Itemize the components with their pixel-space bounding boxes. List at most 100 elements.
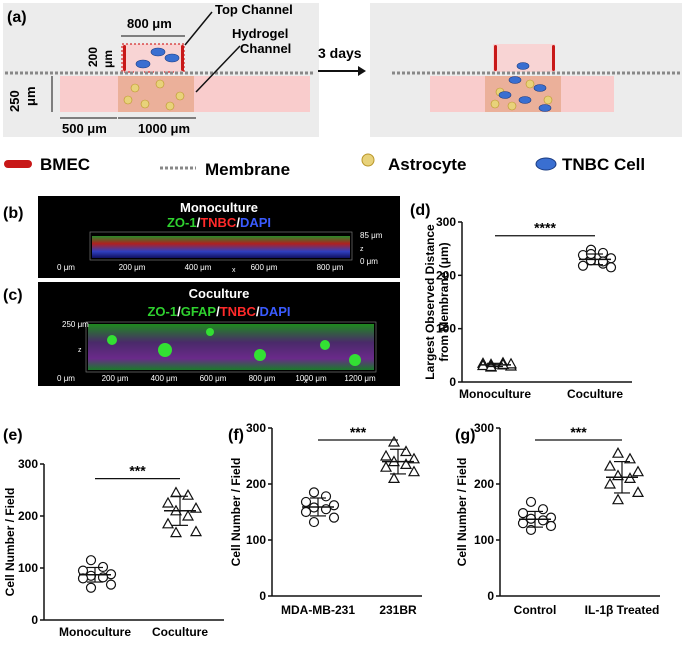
hydrogel-label-2: Channel [240, 41, 291, 56]
c-z: z [78, 347, 82, 354]
panel-label: (f) [228, 427, 244, 444]
bmec-right-1 [494, 45, 497, 71]
data-point [407, 465, 421, 477]
y-axis-label: Cell Number / Field [455, 458, 469, 567]
data-point [169, 526, 183, 538]
data-point [605, 262, 617, 273]
tick-label: 600 μm [200, 374, 227, 383]
data-point [308, 516, 320, 528]
data-point [611, 446, 625, 458]
y-tick-label: 100 [474, 533, 494, 547]
astrocyte-legend-icon [361, 153, 375, 167]
bmec-left-1 [123, 45, 126, 71]
tnbc-cells-migrated [498, 76, 552, 112]
data-point [399, 445, 413, 457]
data-point [537, 515, 549, 526]
data-point [545, 520, 557, 532]
data-point [308, 487, 320, 498]
data-point [105, 579, 117, 590]
significance-label: *** [570, 424, 587, 440]
tick-label: 800 μm [317, 263, 344, 272]
data-point [189, 525, 203, 537]
stain-part: / [216, 304, 220, 319]
tnbc-cell [150, 47, 166, 57]
y-tick-label: 300 [474, 421, 494, 435]
stain-part: / [256, 304, 260, 319]
stain-part: DAPI [240, 215, 271, 230]
data-point [181, 488, 195, 500]
data-point [300, 496, 312, 508]
data-point [611, 493, 625, 505]
data-point [517, 518, 529, 529]
legend-membrane: Membrane [205, 160, 290, 179]
tnbc-cell [516, 62, 530, 70]
legend-astrocyte: Astrocyte [388, 155, 466, 174]
b-x: x [232, 267, 236, 274]
significance-label: *** [350, 424, 367, 440]
tick-label: 600 μm [251, 263, 278, 272]
astrocytes-right [490, 79, 553, 111]
data-point [379, 449, 393, 461]
tick-label: 200 μm [102, 374, 129, 383]
data-point [387, 472, 401, 483]
data-point [300, 506, 312, 518]
data-point [623, 452, 637, 464]
tick-label: 0 μm [57, 263, 75, 272]
data-point [537, 504, 549, 515]
data-point [161, 517, 175, 529]
panel-label-b: (b) [3, 205, 23, 222]
bmec-legend-icon [4, 160, 32, 168]
data-point [603, 459, 617, 471]
tick-label: 200 μm [119, 263, 146, 272]
data-point [85, 582, 97, 593]
y-tick-label: 300 [246, 421, 266, 435]
y-tick-label: 200 [436, 268, 456, 282]
data-point [577, 260, 589, 271]
bmec-right-2 [552, 45, 555, 71]
dim-1000: 1000 μm [138, 121, 190, 136]
bmec-left-2 [181, 45, 184, 71]
data-point [161, 496, 175, 508]
y-tick-label: 0 [487, 589, 494, 603]
y-tick-label: 200 [18, 509, 38, 523]
data-point [525, 496, 537, 508]
data-point [328, 512, 340, 523]
dim-250: 250 [7, 90, 22, 112]
y-axis-label: from Membrane (μm) [437, 242, 451, 361]
callout-hydrogel [195, 45, 241, 93]
tnbc-legend-icon [535, 157, 557, 171]
y-tick-label: 0 [31, 613, 38, 627]
category-label: Coculture [152, 625, 208, 639]
tick-label: 400 μm [151, 374, 178, 383]
panel-a: (a) 800 μm 200 μm 250 μm 500 μm 1000 μm … [3, 2, 682, 137]
y-tick-label: 200 [246, 477, 266, 491]
data-point [77, 573, 89, 584]
stain-part: / [177, 304, 181, 319]
stain-part: ZO-1 [147, 304, 177, 319]
tick-label: 0 μm [57, 374, 75, 383]
data-point [320, 491, 332, 502]
c-volume-frame [85, 321, 377, 373]
data-point [379, 460, 393, 472]
category-label: MDA-MB-231 [281, 603, 355, 617]
data-point [387, 435, 401, 447]
c-title: Coculture [189, 286, 250, 301]
data-point [320, 504, 332, 515]
tnbc-cell [164, 53, 180, 63]
legend: BMEC Membrane Astrocyte TNBC Cell [4, 153, 645, 179]
panel-b: (b) Monoculture ZO-1/TNBC/DAPI 85 μm z 0… [3, 196, 400, 278]
y-axis-label: Cell Number / Field [229, 458, 243, 567]
data-point [407, 452, 421, 464]
b-signal [92, 236, 350, 258]
arrow-label: 3 days [318, 45, 362, 61]
dim-200-unit: μm [101, 50, 115, 68]
top-channel-label: Top Channel [215, 2, 293, 17]
c-bright-spots [107, 328, 361, 366]
stain-part: ZO-1 [167, 215, 197, 230]
panel-c: (c) Coculture ZO-1/GFAP/TNBC/DAPI 250 μm… [3, 282, 400, 386]
